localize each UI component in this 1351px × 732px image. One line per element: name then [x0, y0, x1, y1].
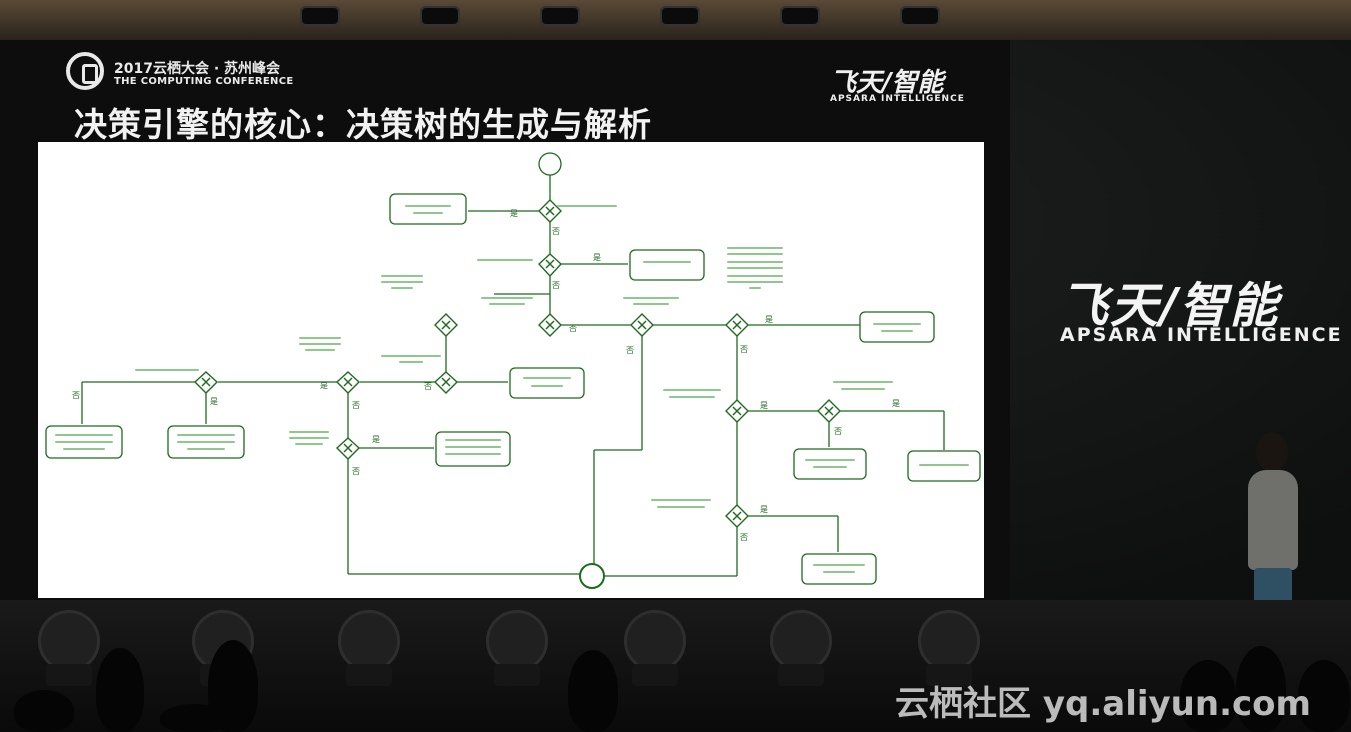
- stage-light: [770, 600, 832, 690]
- audience-head: [1298, 660, 1350, 732]
- decision-tree-diagram: 是 否 是 否 否 是 否 是 否 是 否 是 否 否 否 是 否 是 是 否: [45, 152, 981, 589]
- edge-label-no: 否: [740, 345, 748, 354]
- edge-label-yes: 是: [765, 315, 773, 324]
- brand-subtitle-small: APSARA INTELLIGENCE: [830, 94, 965, 104]
- truss-lamp: [780, 6, 820, 26]
- edge-label-yes: 是: [320, 381, 328, 390]
- decision-tree-panel: 是 否 是 否 否 是 否 是 否 是 否 是 否 否 否 是 否 是 是 否: [38, 142, 984, 598]
- truss-lamp: [540, 6, 580, 26]
- stage-light: [338, 600, 400, 690]
- edge-label-no: 否: [834, 427, 842, 436]
- stage-light: [918, 600, 980, 690]
- edge-label-no: 否: [352, 467, 360, 476]
- edge-label-yes: 是: [372, 435, 380, 444]
- stage-light: [38, 600, 100, 690]
- truss-lamp: [300, 6, 340, 26]
- audience-head: [14, 690, 74, 732]
- edge-label-no: 否: [352, 401, 360, 410]
- edge-label-yes: 是: [510, 209, 518, 218]
- site-watermark: 云栖社区 yq.aliyun.com: [895, 684, 1311, 724]
- edge-label-no: 否: [424, 382, 432, 391]
- audience-head: [160, 704, 230, 732]
- edge-label-no: 否: [552, 227, 560, 236]
- edge-label-yes: 是: [210, 397, 218, 406]
- stage-light: [624, 600, 686, 690]
- truss-lamp: [420, 6, 460, 26]
- presenter-head: [1256, 432, 1288, 472]
- conference-name: 2017云栖大会 · 苏州峰会: [114, 61, 281, 77]
- edge-label-yes: 是: [593, 253, 601, 262]
- presenter-body: [1248, 470, 1298, 570]
- audience-head: [1180, 660, 1236, 732]
- edge-label-no: 否: [569, 324, 577, 333]
- brand-logo-large: 飞天/智能: [1060, 278, 1280, 334]
- edge-label-no: 否: [72, 391, 80, 400]
- edge-label-no: 否: [740, 533, 748, 542]
- edge-label-no: 否: [626, 346, 634, 355]
- conference-logo-icon: [66, 52, 104, 90]
- brand-logo-small: 飞天/智能: [830, 68, 944, 98]
- stage-light: [486, 600, 548, 690]
- audience-head: [568, 650, 618, 732]
- edge-label-yes: 是: [760, 401, 768, 410]
- truss-lamp: [900, 6, 940, 26]
- edge-label-yes: 是: [892, 399, 900, 408]
- lighting-truss: [0, 0, 1351, 40]
- audience-head: [96, 648, 144, 732]
- brand-subtitle-large: APSARA INTELLIGENCE: [1060, 324, 1343, 346]
- audience-head: [1236, 646, 1286, 732]
- conference-english-name: THE COMPUTING CONFERENCE: [114, 76, 294, 87]
- edge-label-yes: 是: [760, 505, 768, 514]
- truss-lamp: [660, 6, 700, 26]
- slide-title: 决策引擎的核心：决策树的生成与解析: [74, 105, 652, 144]
- edge-label-no: 否: [552, 281, 560, 290]
